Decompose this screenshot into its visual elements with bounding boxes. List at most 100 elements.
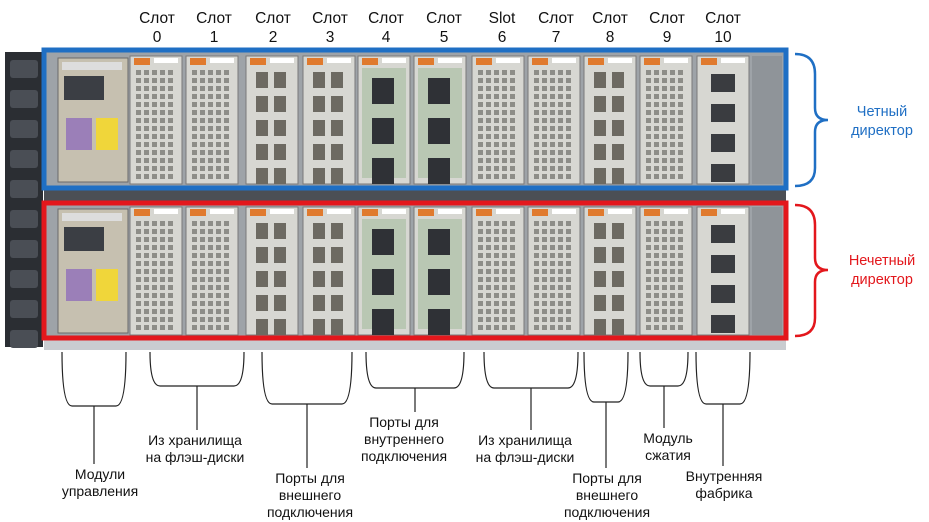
vent-hole — [534, 78, 539, 83]
vent-hole — [662, 70, 667, 75]
vent-hole — [510, 301, 515, 306]
vent-hole — [566, 317, 571, 322]
vent-hole — [200, 317, 205, 322]
vent-hole — [144, 317, 149, 322]
module-latch — [250, 209, 266, 216]
port — [612, 223, 624, 239]
port — [274, 271, 286, 287]
io-module — [584, 56, 636, 184]
vent-hole — [550, 78, 555, 83]
module-tag — [608, 209, 632, 214]
chassis-edge — [752, 207, 782, 335]
port — [256, 96, 268, 112]
vent-hole — [486, 102, 491, 107]
vent-hole — [208, 94, 213, 99]
vent-hole — [216, 325, 221, 330]
vent-hole — [494, 269, 499, 274]
vent-hole — [144, 102, 149, 107]
vent-hole — [558, 237, 563, 242]
vent-hole — [136, 277, 141, 282]
vent-hole — [160, 285, 165, 290]
port — [313, 319, 325, 335]
vent-hole — [192, 325, 197, 330]
vent-hole — [208, 70, 213, 75]
vent-hole — [566, 293, 571, 298]
vent-hole — [224, 245, 229, 250]
vent-hole — [550, 94, 555, 99]
vent-hole — [566, 166, 571, 171]
vent-hole — [566, 221, 571, 226]
vent-hole — [478, 221, 483, 226]
vent-hole — [152, 325, 157, 330]
vent-hole — [192, 309, 197, 314]
vent-hole — [550, 229, 555, 234]
module-latch — [476, 209, 492, 216]
vent-hole — [662, 317, 667, 322]
port — [594, 168, 606, 184]
vent-hole — [136, 110, 141, 115]
vent-hole — [224, 277, 229, 282]
vent-hole — [494, 301, 499, 306]
vent-hole — [152, 118, 157, 123]
vent-hole — [192, 293, 197, 298]
vent-hole — [208, 325, 213, 330]
module-tag — [438, 58, 462, 63]
slot-label-number: 2 — [243, 28, 303, 47]
sfp-port — [372, 78, 394, 104]
vent-hole — [152, 269, 157, 274]
vent-hole — [208, 102, 213, 107]
vent-hole — [168, 110, 173, 115]
label-fabric-line1: Внутренняя — [664, 468, 784, 485]
label-external1-line1: Порты для — [250, 470, 370, 487]
vent-hole — [224, 285, 229, 290]
vent-hole — [566, 285, 571, 290]
vent-hole — [662, 134, 667, 139]
rack-vent — [10, 270, 38, 288]
port — [274, 72, 286, 88]
vent-hole — [478, 110, 483, 115]
vent-hole — [566, 118, 571, 123]
vent-hole — [224, 110, 229, 115]
vent-hole — [208, 261, 213, 266]
even-director-label: Четный директор — [836, 103, 928, 141]
vent-hole — [144, 150, 149, 155]
vent-hole — [478, 78, 483, 83]
vent-hole — [208, 150, 213, 155]
port — [274, 96, 286, 112]
port — [612, 144, 624, 160]
vent-hole — [494, 86, 499, 91]
port — [331, 144, 343, 160]
vent-hole — [510, 237, 515, 242]
vent-hole — [160, 134, 165, 139]
vent-hole — [478, 70, 483, 75]
vent-hole — [502, 166, 507, 171]
vent-hole — [152, 94, 157, 99]
label-compression-module: Модуль сжатия — [626, 430, 710, 464]
vent-hole — [654, 126, 659, 131]
mgmt-connector — [96, 118, 118, 150]
vent-hole — [494, 229, 499, 234]
vent-hole — [494, 70, 499, 75]
vent-hole — [542, 78, 547, 83]
vent-hole — [192, 102, 197, 107]
vent-hole — [662, 86, 667, 91]
vent-hole — [224, 229, 229, 234]
port — [331, 223, 343, 239]
vent-hole — [478, 118, 483, 123]
vent-hole — [542, 70, 547, 75]
module-latch — [190, 58, 206, 65]
slot-label-word: Слот — [243, 9, 303, 28]
vent-hole — [478, 150, 483, 155]
vent-hole — [478, 301, 483, 306]
port — [594, 223, 606, 239]
vent-hole — [502, 150, 507, 155]
module-brace — [640, 352, 688, 386]
vent-hole — [216, 301, 221, 306]
vent-hole — [160, 229, 165, 234]
vent-hole — [654, 142, 659, 147]
vent-hole — [192, 158, 197, 163]
vent-hole — [670, 245, 675, 250]
vent-hole — [662, 309, 667, 314]
vent-hole — [136, 78, 141, 83]
vent-hole — [486, 94, 491, 99]
